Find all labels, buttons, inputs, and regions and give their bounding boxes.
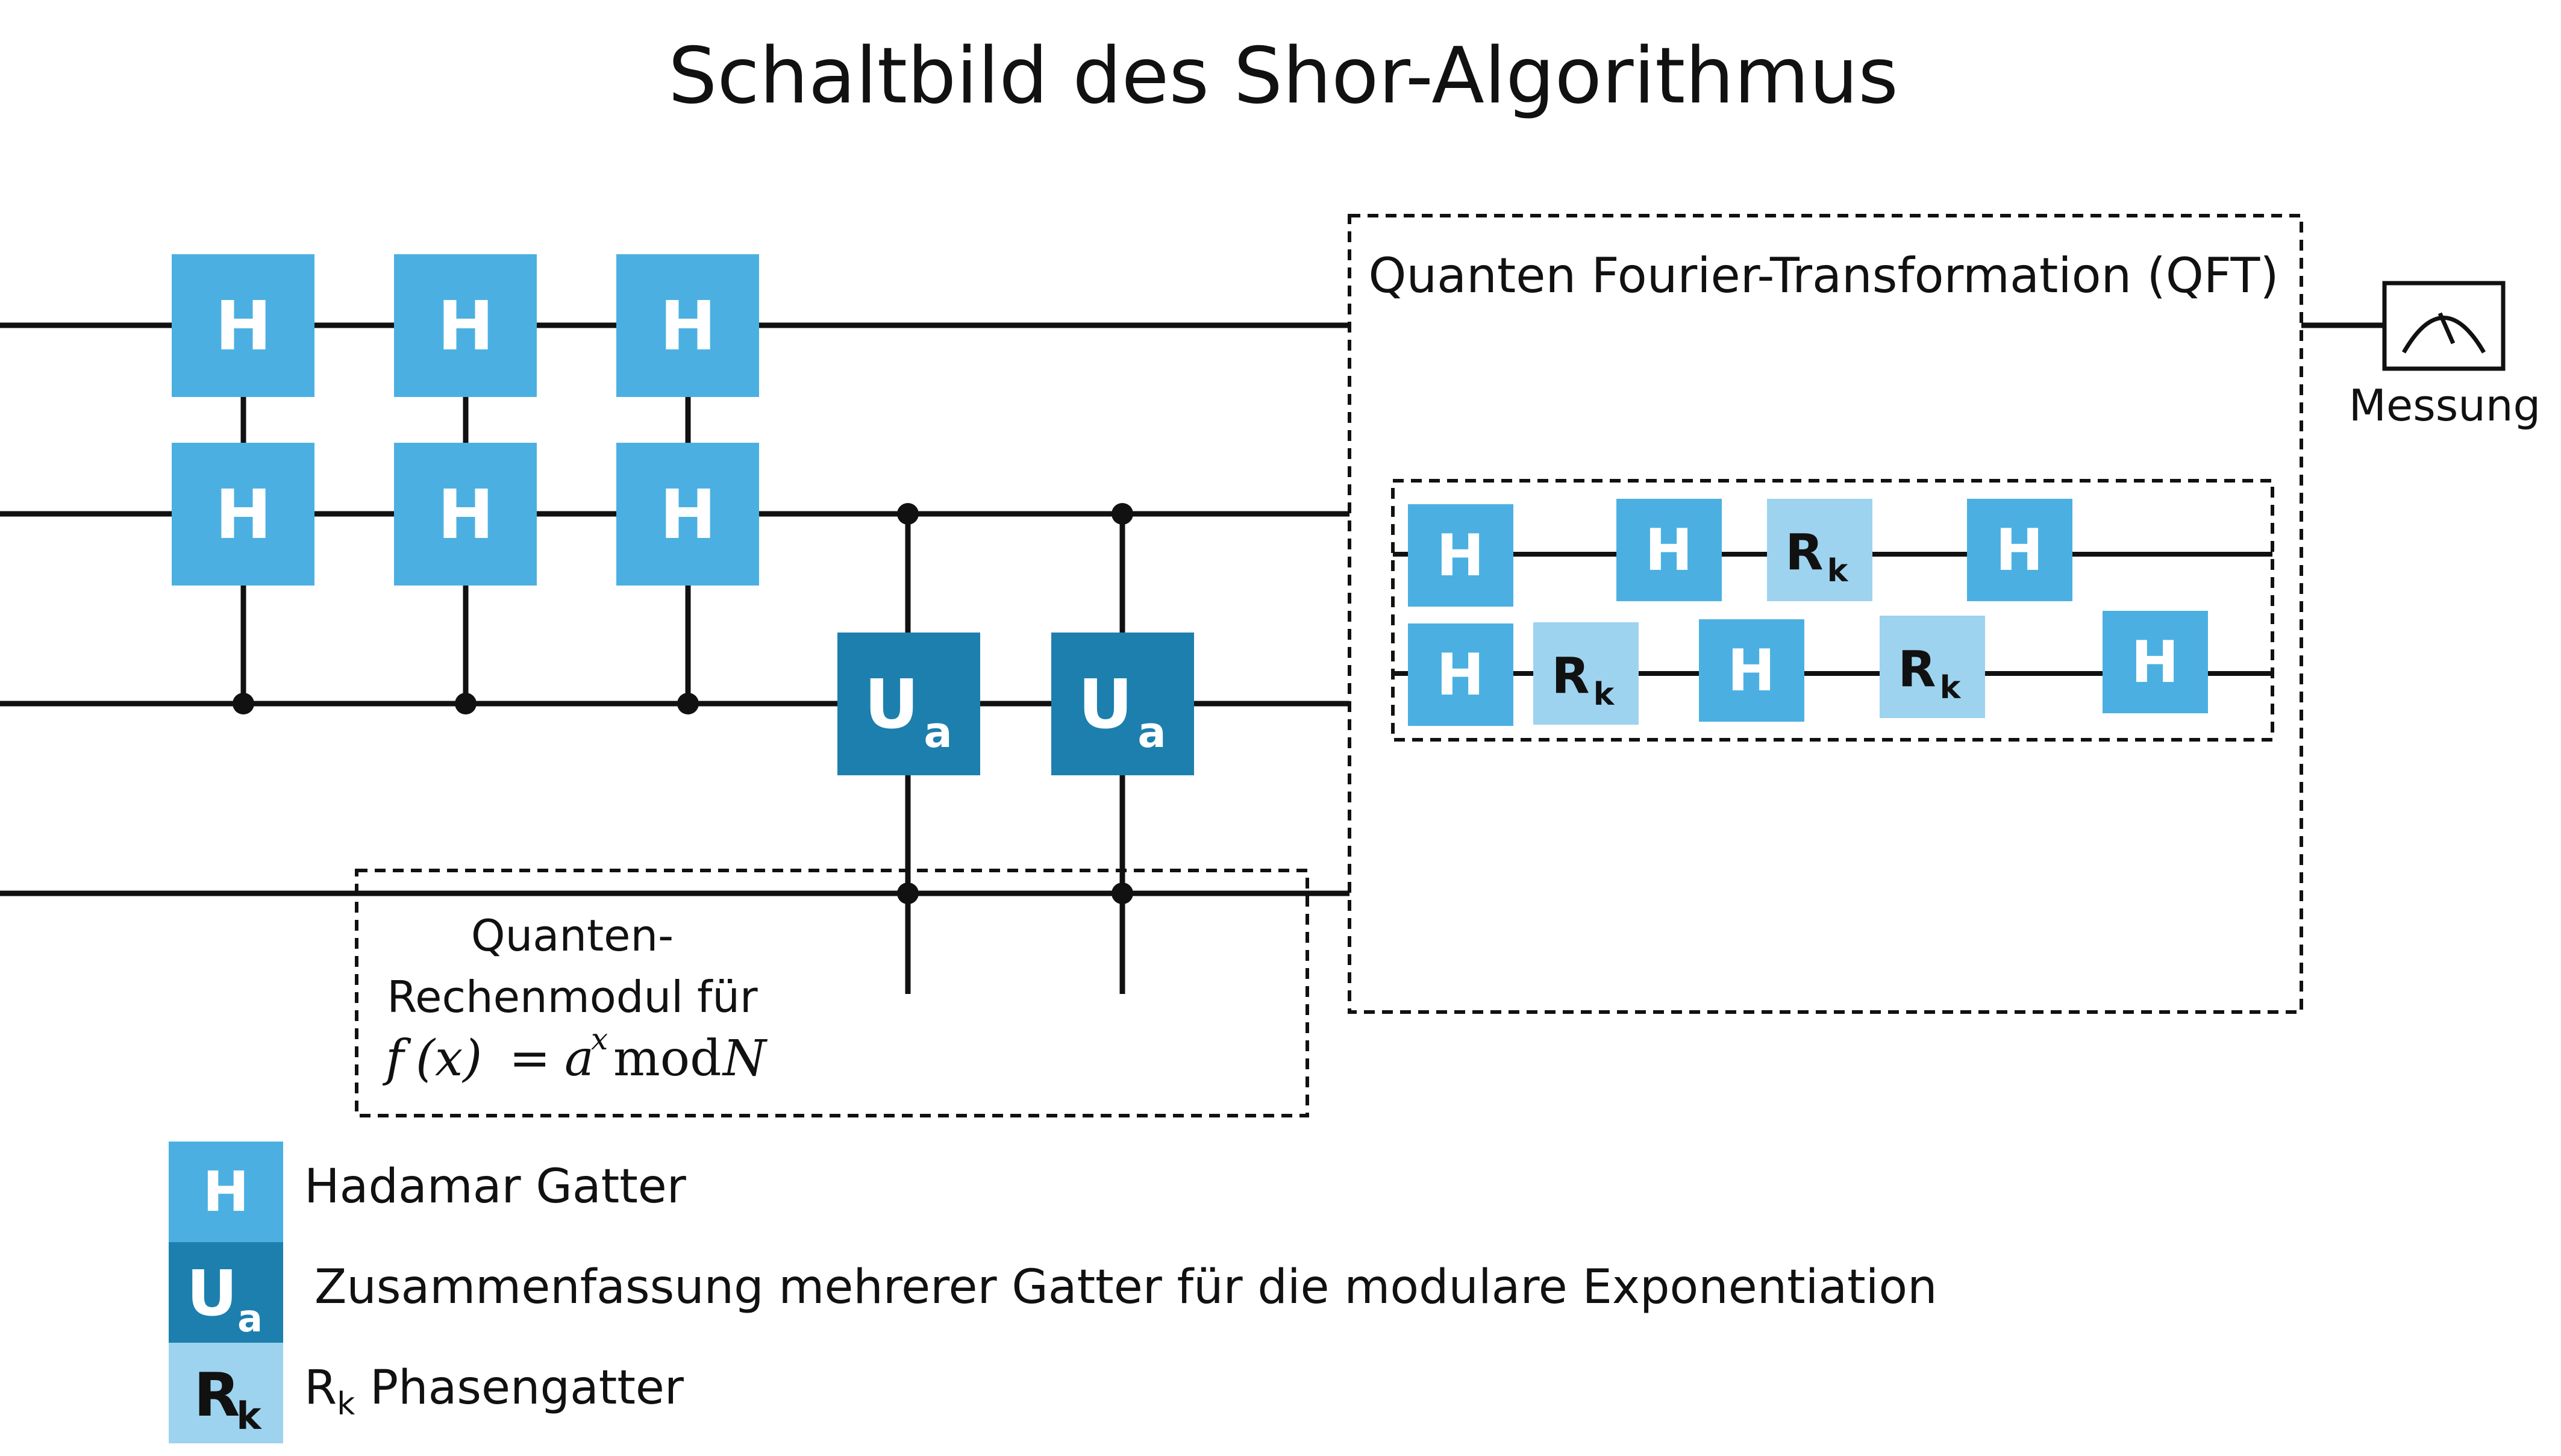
- module-formula: f (x) = a x mod N: [382, 1022, 768, 1087]
- svg-text:H: H: [437, 476, 494, 554]
- legend-unitary: U a Zusammenfassung mehrerer Gatter für …: [169, 1242, 1937, 1343]
- qft-h-gate: H: [1408, 623, 1513, 726]
- qft-h-gate: H: [2103, 611, 2208, 713]
- h-gate: H: [616, 254, 759, 397]
- svg-text:H: H: [1436, 642, 1484, 708]
- qft-rk-gate: R k: [1880, 616, 1985, 718]
- legend: H Hadamar Gatter U a Zusammenfassung meh…: [169, 1142, 1937, 1443]
- svg-text:(x): (x): [416, 1030, 482, 1087]
- svg-text:H: H: [1995, 517, 2043, 584]
- svg-text:k: k: [1940, 670, 1962, 706]
- svg-text:f: f: [382, 1030, 411, 1087]
- measurement: Messung: [2349, 281, 2541, 431]
- qft-h-gate: H: [1616, 499, 1722, 601]
- svg-text:H: H: [1436, 523, 1484, 589]
- control-dot: [897, 883, 919, 904]
- legend-unitary-label: Zusammenfassung mehrerer Gatter für die …: [314, 1260, 1937, 1314]
- svg-text:a: a: [924, 708, 952, 757]
- svg-text:R: R: [1785, 524, 1823, 581]
- svg-text:N: N: [722, 1030, 768, 1087]
- u-gates: U a U a: [837, 633, 1194, 775]
- module-label-line1: Quanten-: [471, 910, 674, 961]
- control-dot: [233, 693, 254, 714]
- legend-phase-label: Rk Phasengatter: [304, 1361, 684, 1422]
- page-title: Schaltbild des Shor-Algorithmus: [668, 31, 1898, 121]
- svg-text:H: H: [1645, 517, 1693, 584]
- u-gate: U a: [837, 633, 980, 775]
- svg-text:mod: mod: [613, 1030, 722, 1087]
- h-gate: H: [394, 443, 537, 586]
- qft-h-gate: H: [1967, 499, 2072, 601]
- control-dot: [677, 693, 699, 714]
- module-label-line2: Rechenmodul für: [387, 972, 758, 1022]
- svg-text:H: H: [660, 287, 716, 366]
- svg-text:k: k: [236, 1394, 262, 1438]
- svg-text:x: x: [591, 1022, 608, 1057]
- svg-text:U: U: [1078, 666, 1133, 744]
- svg-text:R: R: [1898, 641, 1936, 698]
- svg-text:H: H: [1727, 638, 1775, 704]
- control-dot: [1112, 503, 1133, 525]
- svg-text:a: a: [1137, 708, 1166, 757]
- u-gate: U a: [1051, 633, 1194, 775]
- svg-text:a: a: [564, 1030, 594, 1087]
- svg-text:k: k: [1593, 676, 1615, 713]
- h-gate: H: [172, 443, 314, 586]
- svg-text:U: U: [865, 666, 919, 744]
- h-gate: H: [394, 254, 537, 397]
- qft-rk-gate: R k: [1767, 499, 1872, 601]
- measurement-label: Messung: [2349, 380, 2541, 431]
- control-dots: [233, 503, 1133, 904]
- legend-phase: R k Rk Phasengatter: [169, 1343, 684, 1443]
- svg-text:R: R: [193, 1360, 240, 1430]
- qft-block: Quanten Fourier-Transformation (QFT) H H…: [1348, 214, 2303, 1014]
- qft-detail-box: [1391, 479, 2274, 742]
- svg-text:=: =: [509, 1030, 551, 1087]
- svg-text:R: R: [1551, 648, 1589, 705]
- svg-text:H: H: [660, 476, 716, 554]
- qft-label: Quanten Fourier-Transformation (QFT): [1368, 248, 2278, 304]
- svg-text:U: U: [187, 1257, 237, 1330]
- modexp-module: Quanten- Rechenmodul für f (x) = a x mod…: [355, 869, 1309, 1117]
- svg-text:H: H: [2131, 630, 2179, 696]
- svg-text:a: a: [237, 1296, 263, 1340]
- svg-text:k: k: [1827, 553, 1849, 589]
- qft-rk-gate: R k: [1533, 622, 1639, 725]
- legend-hadamard: H Hadamar Gatter: [169, 1142, 687, 1242]
- svg-text:H: H: [437, 287, 494, 366]
- legend-hadamard-label: Hadamar Gatter: [304, 1160, 687, 1214]
- control-dot: [1112, 883, 1133, 904]
- control-dot: [897, 503, 919, 525]
- svg-text:H: H: [215, 476, 272, 554]
- qft-h-gate: H: [1408, 504, 1513, 607]
- h-gate: H: [616, 443, 759, 586]
- qft-h-gate: H: [1699, 619, 1804, 722]
- control-dot: [455, 693, 477, 714]
- svg-text:H: H: [203, 1160, 249, 1224]
- svg-text:H: H: [215, 287, 272, 366]
- main-h-gates: H H H H H H: [172, 254, 759, 586]
- h-gate: H: [172, 254, 314, 397]
